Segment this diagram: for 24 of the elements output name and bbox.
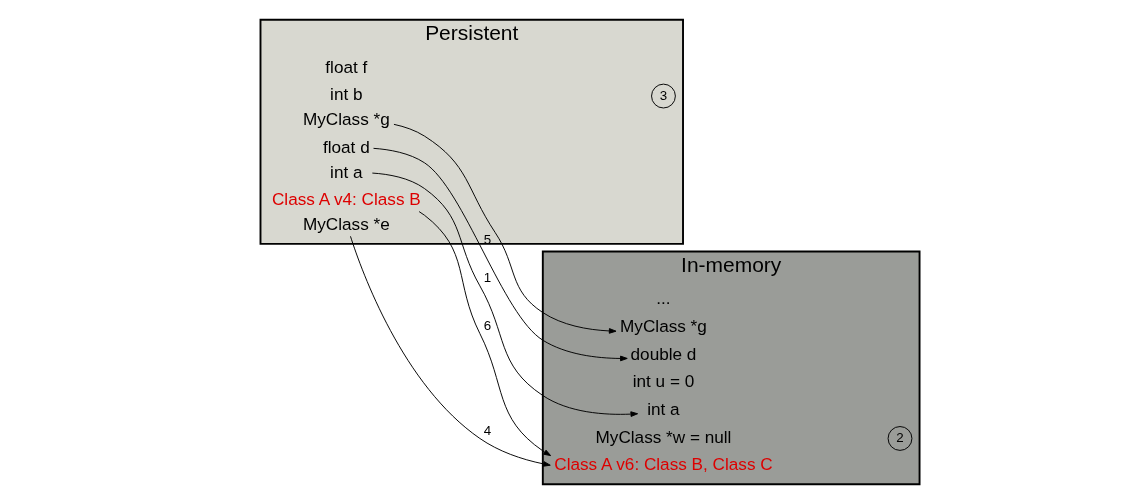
node-text: MyClass *g <box>620 316 707 337</box>
edge-label: 4 <box>483 422 492 438</box>
label: 2 <box>896 429 904 445</box>
label: 3 <box>659 87 668 103</box>
node-text: MyClass *w = null <box>595 426 732 447</box>
node-text: float d <box>322 136 370 157</box>
node-text: int a <box>330 161 363 182</box>
node-text: int u = 0 <box>632 371 695 392</box>
arrow <box>418 211 552 457</box>
node-text: MyClass *e <box>302 213 390 234</box>
edge-label: 1 <box>483 270 492 286</box>
node-text: int a <box>647 399 680 419</box>
arrow <box>373 147 628 362</box>
arrow <box>371 172 639 417</box>
node-text: double d <box>630 343 697 364</box>
arrow <box>350 235 551 467</box>
edge-label: 6 <box>483 317 492 333</box>
node-text: ... <box>656 288 671 309</box>
node-text: Class A v6: Class B, Class C <box>554 454 773 475</box>
node-text: Class A v4: Class B <box>271 189 421 210</box>
node-text: MyClass *g <box>302 109 390 130</box>
node-text: int b <box>330 84 363 105</box>
arrow <box>393 123 617 334</box>
node-text: float f <box>325 56 368 77</box>
